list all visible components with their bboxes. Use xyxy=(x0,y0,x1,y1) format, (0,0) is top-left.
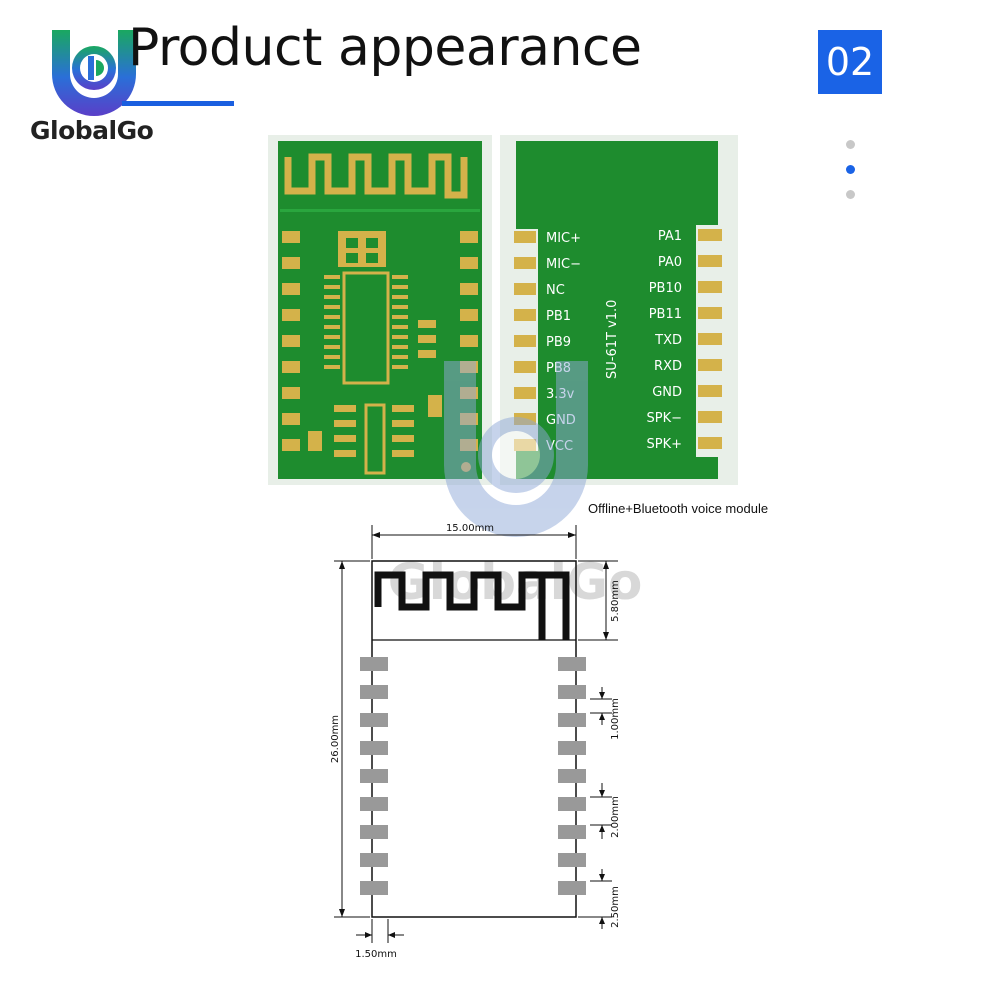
right-pin-label: SPK− xyxy=(646,411,682,426)
front-left-pads xyxy=(282,231,300,451)
ic-chip xyxy=(342,271,390,385)
dimension-drawing: 15.00mm 26.00mm 5.80mm 1.00mm 2.00mm 2.5… xyxy=(330,523,621,960)
left-pin-label: MIC− xyxy=(546,257,581,272)
module-caption: Offline+Bluetooth voice module xyxy=(588,501,769,516)
left-pin-label: PB9 xyxy=(546,335,571,350)
left-pin-label: PB1 xyxy=(546,309,571,324)
dim-pad-width: 1.00mm xyxy=(610,698,621,740)
right-pin-label: GND xyxy=(652,385,682,400)
page-title: Product appearance xyxy=(128,18,642,78)
antenna-trace xyxy=(284,153,468,199)
page-number-badge: 02 xyxy=(818,30,882,94)
carousel-dot-3[interactable] xyxy=(846,190,855,199)
right-pin-label: PA0 xyxy=(658,255,682,270)
title-underline xyxy=(122,101,234,106)
right-pin-label: PB10 xyxy=(649,281,682,296)
dim-bottom-margin: 2.50mm xyxy=(610,886,621,928)
carousel-dot-1[interactable] xyxy=(846,140,855,149)
dim-edge-offset: 1.50mm xyxy=(355,949,397,960)
dim-antenna-height: 5.80mm xyxy=(610,580,621,622)
right-pin-label: RXD xyxy=(654,359,682,374)
right-pin-label: SPK+ xyxy=(646,437,682,452)
watermark-text: GlobalGo xyxy=(388,553,643,611)
drawing-antenna xyxy=(374,571,570,640)
right-pin-label: TXD xyxy=(654,333,682,348)
dim-pad-pitch: 2.00mm xyxy=(610,796,621,838)
dim-height: 26.00mm xyxy=(330,715,341,763)
carousel-dot-2[interactable] xyxy=(846,165,855,174)
globalgo-logo-icon xyxy=(52,30,136,116)
left-pin-label: NC xyxy=(546,283,565,298)
left-pin-label: MIC+ xyxy=(546,231,581,246)
watermark: GlobalGo xyxy=(388,361,643,611)
module-outline xyxy=(371,560,577,918)
right-pin-label: PB11 xyxy=(649,307,682,322)
dim-width: 15.00mm xyxy=(446,523,494,534)
brand-logo xyxy=(48,22,140,118)
board-label: SU-61T v1.0 xyxy=(605,300,620,379)
brand-name: GlobalGo xyxy=(30,116,154,145)
right-pin-label: PA1 xyxy=(658,229,682,244)
